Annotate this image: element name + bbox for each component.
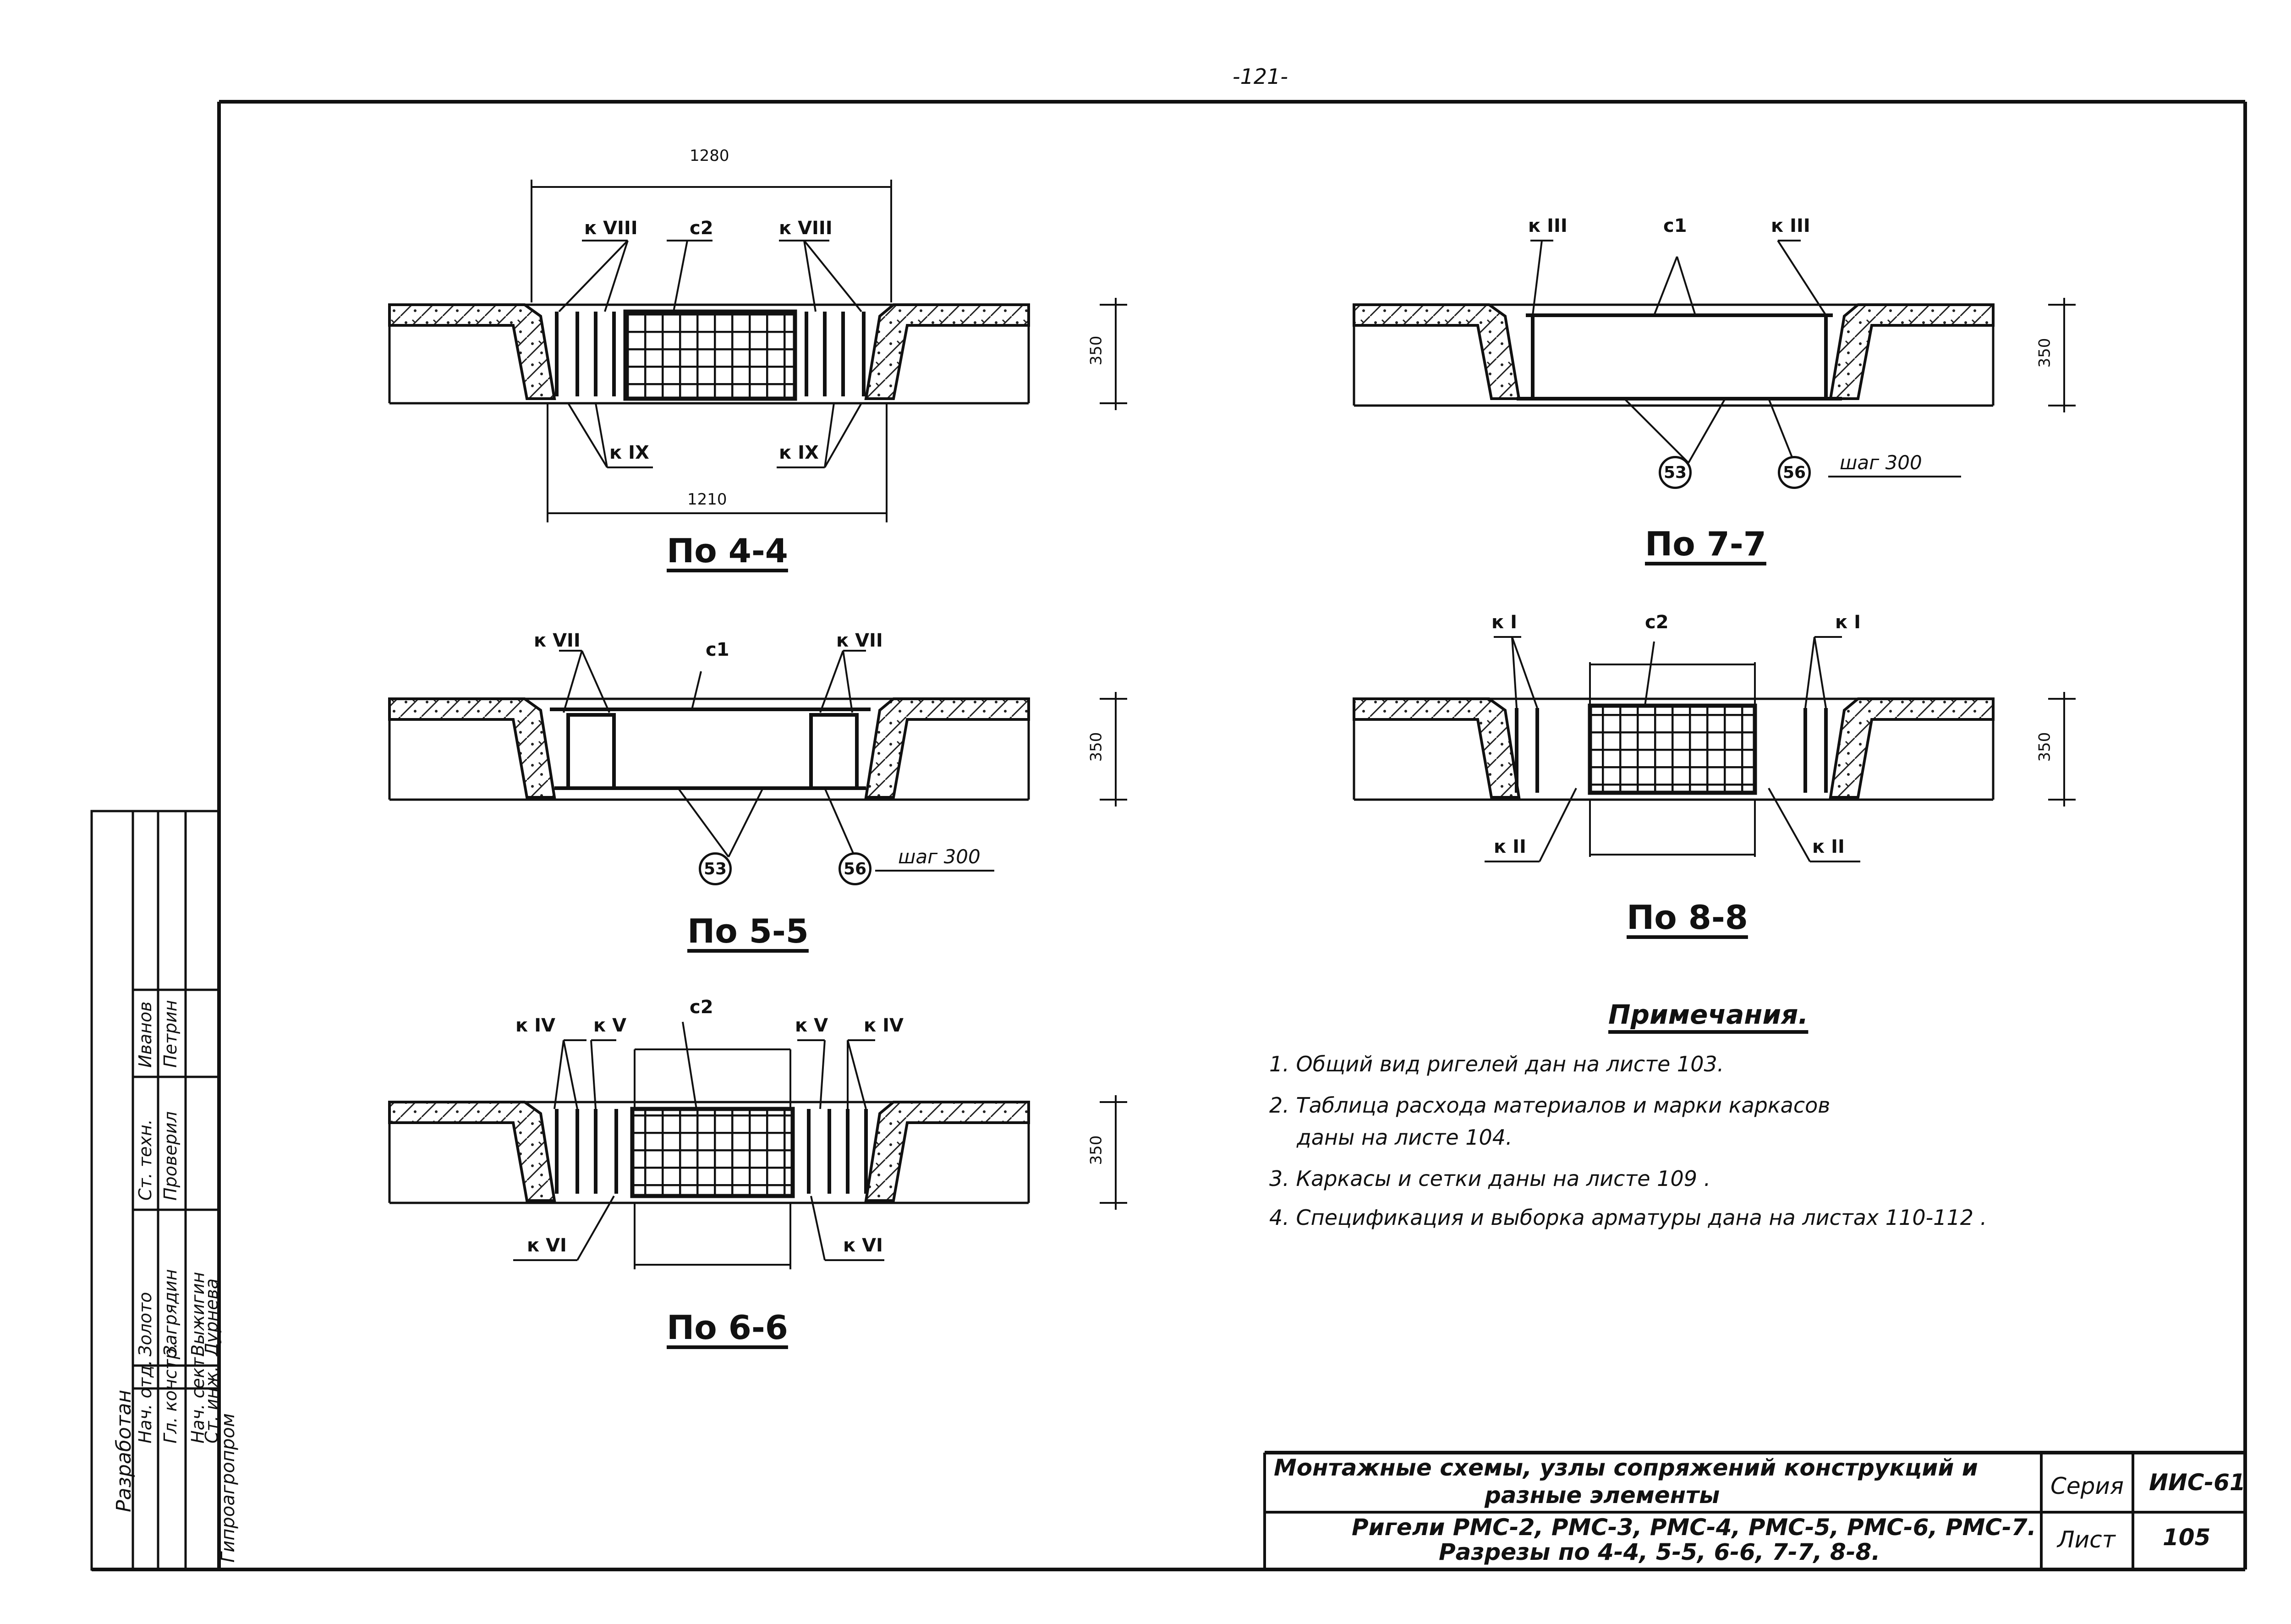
mark-k8-left: к VIII <box>584 218 638 239</box>
note-3: 3. Каркасы и сетки даны на листе 109 . <box>1269 1166 1711 1191</box>
sheet-value: 105 <box>2163 1524 2211 1551</box>
section-title-7-7: По 7-7 <box>1645 525 1766 563</box>
title-line-3: Ригели РМС-2, РМС-3, РМС-4, РМС-5, РМС-6… <box>1352 1514 2036 1541</box>
mark-k3-left: к III <box>1528 215 1568 236</box>
mark-k9-right: к IX <box>779 442 819 463</box>
mark-k4-left: к IV <box>515 1015 555 1036</box>
step-5-5: шаг 300 <box>898 845 981 868</box>
series-value: ИИС-61 <box>2149 1469 2246 1496</box>
mark-k4-right: к IV <box>864 1015 904 1036</box>
stamp-developed: Разработан <box>112 1389 136 1512</box>
mark-c2-6-6: с2 <box>690 997 713 1018</box>
mark-k8-right: к VIII <box>779 218 833 239</box>
section-5-5 <box>388 650 1127 872</box>
mark-k7-left: к VII <box>534 630 581 651</box>
dim-height-6-6: 350 <box>1087 1135 1106 1165</box>
mark-c2-8-8: с2 <box>1645 612 1669 633</box>
mark-k3-right: к III <box>1771 215 1810 236</box>
stamp-row-4-role: Ст. инж. <box>202 1366 222 1443</box>
mark-k9-left: к IX <box>609 442 649 463</box>
notes-title: Примечания. <box>1608 999 1809 1030</box>
section-title-5-5: По 5-5 <box>687 912 809 950</box>
mark-k7-right: к VII <box>836 630 883 651</box>
step-7-7: шаг 300 <box>1840 451 1922 474</box>
series-label: Серия <box>2050 1473 2124 1499</box>
sheet-label: Лист <box>2057 1526 2116 1553</box>
position-56-5-5: 56 <box>839 852 871 885</box>
note-2: 2. Таблица расхода материалов и марки ка… <box>1269 1093 1831 1118</box>
mark-c1-7-7: с1 <box>1663 215 1687 236</box>
mark-k6-right: к VI <box>843 1235 883 1256</box>
note-4: 4. Спецификация и выборка арматуры дана … <box>1269 1205 1987 1230</box>
stamp-row-6-role: Проверил <box>160 1111 181 1201</box>
stamp-frame <box>90 810 220 1571</box>
section-title-6-6: По 6-6 <box>667 1308 788 1347</box>
stamp-row-1-role: Нач. отд. <box>135 1360 155 1443</box>
title-line-1: Монтажные схемы, узлы сопряжений констру… <box>1274 1454 1978 1481</box>
stamp-row-1-name: Золото <box>135 1292 155 1356</box>
mark-c2-4-4: с2 <box>690 218 713 239</box>
stamp-row-5-name: Иванов <box>135 1001 155 1068</box>
position-53-7-7: 53 <box>1659 456 1692 489</box>
note-2-continued: даны на листе 104. <box>1297 1125 1513 1150</box>
dim-bottom-4-4: 1210 <box>687 490 727 509</box>
section-title-4-4: По 4-4 <box>667 532 788 570</box>
mark-k1-right: к I <box>1835 612 1861 633</box>
note-1: 1. Общий вид ригелей дан на листе 103. <box>1269 1052 1724 1076</box>
section-4-4 <box>388 180 1127 522</box>
title-block-frame <box>1263 1451 2245 1569</box>
mark-k1-left: к I <box>1491 612 1517 633</box>
mark-k6-left: к VI <box>527 1235 567 1256</box>
mark-k2-right: к II <box>1812 836 1845 857</box>
stamp-row-6-name: Петрин <box>160 1000 181 1068</box>
title-line-4: Разрезы по 4-4, 5-5, 6-6, 7-7, 8-8. <box>1439 1539 1880 1565</box>
section-6-6 <box>388 1021 1127 1269</box>
mark-c1-5-5: с1 <box>706 639 729 660</box>
dim-top-4-4: 1280 <box>690 147 729 165</box>
mark-k2-left: к II <box>1494 836 1526 857</box>
page-number: -121- <box>1233 64 1288 89</box>
section-7-7 <box>1353 240 2076 477</box>
stamp-row-5-role: Ст. техн. <box>135 1119 155 1201</box>
dim-height-8-8: 350 <box>2035 732 2054 762</box>
stamp-row-2-name: Загрядин <box>160 1269 181 1356</box>
position-53-5-5: 53 <box>699 852 732 885</box>
stamp-row-2-role: Гл. констр. <box>160 1343 181 1443</box>
title-line-2: разные элементы <box>1485 1482 1720 1509</box>
mark-k5-right: к V <box>795 1015 828 1036</box>
mark-k5-left: к V <box>593 1015 627 1036</box>
section-8-8 <box>1353 636 2076 862</box>
dim-height-5-5: 350 <box>1087 732 1106 762</box>
section-title-8-8: По 8-8 <box>1627 898 1748 937</box>
dim-height-7-7: 350 <box>2035 338 2054 368</box>
stamp-row-4-name: Дурнева <box>202 1278 222 1356</box>
dim-height-4-4: 350 <box>1087 335 1106 366</box>
position-56-7-7: 56 <box>1778 456 1811 489</box>
